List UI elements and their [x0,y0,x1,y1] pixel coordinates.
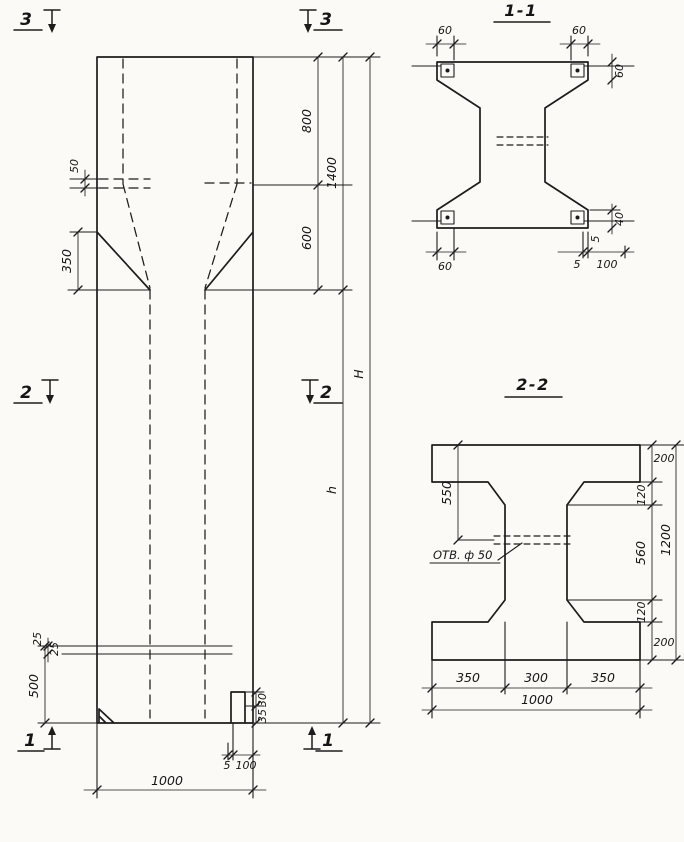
dim-1400: 1400 [324,157,339,189]
section1-dimension-lines [425,43,635,253]
s1-dim-5-bottom: 5 [574,258,581,271]
s1-dim-100-bottom: 100 [597,258,618,271]
dim-350: 350 [59,249,74,273]
anchor-dot-bl [445,215,450,220]
anchor-dot-tr [575,68,580,73]
anchor-dot-br [575,215,580,220]
anchor-dot-tl [445,68,450,73]
elevation-view: 3 3 2 2 1 1 50 350 800 600 1400 h H 25 2… [13,9,381,799]
s2-dim-350-right: 350 [591,670,615,685]
marker-1-right: 1 [322,731,334,751]
s1-dim-60-right: 60 [613,64,626,78]
section1-extension-lines [411,35,635,261]
dim-600: 600 [299,226,314,250]
s1-dim-60-bottom-left: 60 [438,260,452,273]
s1-dim-40-right: 40 [613,212,626,226]
dim-100-foot: 100 [236,759,257,772]
section-2-2-view: 2-2 550 200 120 560 120 200 1200 ОТВ. ф … [421,375,684,719]
marker-3-right: 3 [320,10,332,30]
section1-hidden-hole [496,136,549,146]
dim-50: 50 [68,159,81,173]
marker-1-left: 1 [24,731,36,751]
section2-title: 2-2 [516,375,549,394]
s1-dim-5-right: 5 [589,236,602,243]
dim-h-small: h [324,486,339,494]
dim-5-foot: 5 [224,759,231,772]
s2-dim-350-left: 350 [456,670,480,685]
dimension-lines [44,56,371,791]
s2-dim-1000: 1000 [521,692,553,707]
s2-hole-label: ОТВ. ф 50 [433,548,492,562]
s2-dim-550-left: 550 [439,481,454,505]
section2-hidden-hole [493,535,573,545]
dim-H-total: H [351,369,366,379]
s2-dim-200-bottom: 200 [654,636,675,649]
s2-dim-200-top: 200 [654,452,675,465]
section-1-1-view: 1-1 60 60 60 60 40 5 5 100 [411,1,635,273]
section1-anchor-plates [440,63,585,225]
section1-title: 1-1 [504,1,537,20]
dim-1000-bottom: 1000 [151,773,183,788]
marker-2-right: 2 [320,383,332,403]
s2-dim-300: 300 [524,670,548,685]
section2-dimension-ticks [427,440,681,715]
dim-800: 800 [299,109,314,133]
section1-outline [436,61,589,229]
section1-dimension-ticks [432,39,630,257]
dimension-ticks [40,52,375,795]
dim-500: 500 [26,674,41,698]
s1-dim-60-top-right: 60 [572,24,586,37]
hidden-lines [98,58,252,719]
section-cut-arrowheads [46,24,316,735]
marker-2-left: 2 [20,383,32,403]
section2-extension-lines [429,444,684,719]
dim-35: 35 [256,709,269,723]
section2-dimension-lines [421,444,677,711]
s2-dim-120-top: 120 [635,485,648,506]
section-cut-lines [13,9,343,752]
column-outline [96,56,254,724]
s1-dim-60-top-left: 60 [438,24,452,37]
s2-dim-120-bottom: 120 [635,602,648,623]
s2-dim-1200: 1200 [658,524,673,556]
s2-dim-560: 560 [633,541,648,565]
dim-25-b: 25 [48,642,61,656]
marker-3-left: 3 [20,10,32,30]
dim-30: 30 [256,693,269,707]
dim-25-a: 25 [31,632,44,646]
